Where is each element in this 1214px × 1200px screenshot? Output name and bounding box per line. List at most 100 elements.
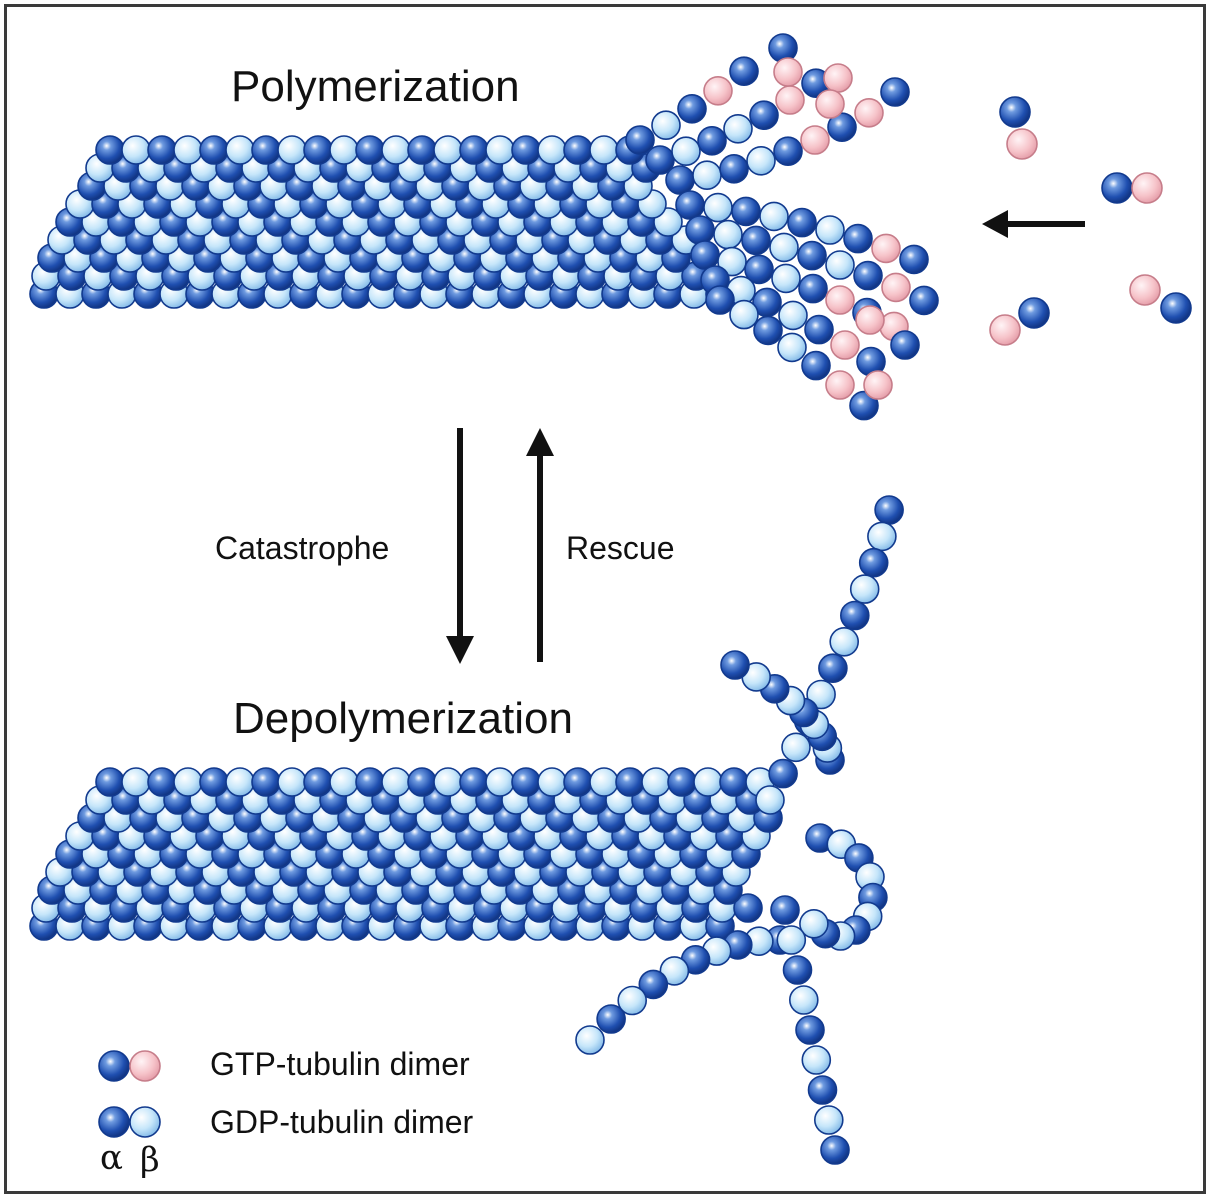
alpha-tubulin-subunit: [705, 285, 735, 315]
legend-alpha-label: α: [100, 1138, 123, 1178]
alpha-tubulin-subunit: [768, 758, 798, 789]
alpha-tubulin-subunit: [303, 767, 333, 797]
gdp-beta-tubulin-subunit: [825, 250, 855, 280]
gtp-beta-tubulin-subunit: [825, 370, 855, 400]
alpha-tubulin-subunit: [685, 215, 715, 245]
legend-gtp-beta-subunit: [129, 1050, 161, 1082]
alpha-tubulin-subunit: [773, 136, 803, 166]
gtp-beta-tubulin-subunit: [773, 57, 803, 87]
alpha-tubulin-subunit: [1101, 172, 1133, 204]
gtp-beta-tubulin-subunit: [854, 98, 884, 128]
alpha-tubulin-subunit: [147, 767, 177, 797]
legend-gdp-alpha-subunit: [98, 1106, 130, 1138]
gdp-beta-tubulin-subunit: [381, 135, 411, 165]
depolymerization-label: Depolymerization: [233, 694, 573, 743]
alpha-tubulin-subunit: [199, 135, 229, 165]
alpha-tubulin-subunit: [858, 547, 889, 578]
alpha-tubulin-subunit: [741, 225, 771, 256]
gtp-beta-tubulin-subunit: [830, 330, 860, 360]
alpha-tubulin-subunit: [770, 895, 800, 925]
depolymerizing-microtubule: [29, 767, 783, 941]
gdp-beta-tubulin-subunit: [692, 160, 722, 190]
alpha-tubulin-subunit: [625, 125, 655, 155]
alpha-tubulin-subunit: [407, 767, 437, 797]
alpha-tubulin-subunit: [459, 135, 489, 165]
alpha-tubulin-subunit: [563, 767, 593, 797]
alpha-tubulin-subunit: [839, 600, 870, 631]
gdp-beta-tubulin-subunit: [277, 135, 307, 165]
gtp-beta-tubulin-subunit: [1131, 172, 1163, 204]
legend-gdp-label: GDP-tubulin dimer: [210, 1104, 474, 1140]
gdp-beta-tubulin-subunit: [849, 574, 880, 604]
gdp-beta-tubulin-subunit: [433, 135, 463, 165]
gdp-beta-tubulin-subunit: [659, 956, 690, 986]
alpha-tubulin-subunit: [782, 955, 813, 985]
gdp-beta-tubulin-subunit: [759, 201, 789, 232]
alpha-tubulin-subunit: [638, 969, 669, 1000]
catastrophe-label: Catastrophe: [215, 530, 390, 566]
legend-gtp-label: GTP-tubulin dimer: [210, 1046, 470, 1082]
gtp-beta-tubulin-subunit: [815, 89, 845, 119]
alpha-tubulin-subunit: [795, 1015, 825, 1045]
alpha-tubulin-subunit: [890, 330, 920, 360]
gdp-beta-tubulin-subunit: [277, 767, 307, 797]
gtp-beta-tubulin-subunit: [800, 125, 830, 155]
alpha-tubulin-subunit: [909, 285, 939, 316]
alpha-tubulin-subunit: [744, 254, 774, 285]
gdp-beta-tubulin-subunit: [806, 679, 836, 710]
alpha-tubulin-subunit: [768, 33, 798, 63]
gdp-beta-tubulin-subunit: [485, 767, 515, 797]
alpha-tubulin-subunit: [843, 223, 873, 254]
polymerizing-microtubule: [29, 135, 735, 309]
rescue-arrow: [526, 428, 554, 662]
alpha-tubulin-subunit: [1018, 297, 1050, 329]
alpha-tubulin-subunit: [849, 390, 879, 421]
alpha-tubulin-subunit: [729, 56, 759, 86]
alpha-tubulin-subunit: [355, 767, 385, 797]
alpha-tubulin-subunit: [880, 77, 910, 107]
alpha-tubulin-subunit: [787, 207, 817, 238]
alpha-tubulin-subunit: [596, 1004, 626, 1034]
legend-gtp-alpha-subunit: [98, 1050, 130, 1082]
alpha-tubulin-subunit: [697, 126, 727, 156]
gdp-beta-tubulin-subunit: [485, 135, 515, 165]
alpha-tubulin-subunit: [720, 650, 750, 680]
gdp-beta-tubulin-subunit: [121, 767, 151, 797]
incoming-dimer-arrow: [982, 210, 1085, 238]
legend-gdp-beta-subunit: [129, 1106, 161, 1138]
gdp-beta-tubulin-subunit: [589, 135, 619, 165]
alpha-tubulin-subunit: [690, 240, 720, 270]
alpha-tubulin-subunit: [199, 767, 229, 797]
alpha-tubulin-subunit: [797, 240, 827, 271]
gtp-beta-tubulin-subunit: [871, 233, 901, 264]
peeling-protofilaments: [575, 495, 904, 1165]
catastrophe-arrow: [446, 428, 474, 664]
free-gtp-tubulin-dimers: [989, 96, 1192, 346]
alpha-tubulin-subunit: [407, 135, 437, 165]
alpha-tubulin-subunit: [355, 135, 385, 165]
alpha-tubulin-subunit: [1160, 292, 1192, 324]
gtp-beta-tubulin-subunit: [1129, 274, 1161, 306]
gtp-beta-tubulin-subunit: [855, 305, 885, 335]
alpha-tubulin-subunit: [719, 767, 749, 797]
alpha-tubulin-subunit: [731, 196, 761, 227]
gdp-beta-tubulin-subunit: [121, 135, 151, 165]
alpha-tubulin-subunit: [667, 767, 697, 797]
alpha-tubulin-subunit: [95, 135, 125, 165]
alpha-tubulin-subunit: [818, 653, 848, 684]
alpha-tubulin-subunit: [645, 145, 675, 175]
gdp-beta-tubulin-subunit: [575, 1025, 605, 1055]
gdp-beta-tubulin-subunit: [173, 767, 203, 797]
alpha-tubulin-subunit: [874, 495, 904, 525]
gdp-beta-tubulin-subunit: [771, 263, 801, 294]
gdp-beta-tubulin-subunit: [651, 110, 681, 140]
alpha-tubulin-subunit: [95, 767, 125, 797]
gdp-beta-tubulin-subunit: [537, 767, 567, 797]
gtp-beta-tubulin-subunit: [863, 370, 893, 400]
alpha-tubulin-subunit: [251, 767, 281, 797]
alpha-tubulin-subunit: [807, 1075, 838, 1105]
gdp-beta-tubulin-subunit: [829, 626, 860, 657]
alpha-tubulin-subunit: [899, 244, 929, 275]
gdp-beta-tubulin-subunit: [717, 246, 747, 277]
